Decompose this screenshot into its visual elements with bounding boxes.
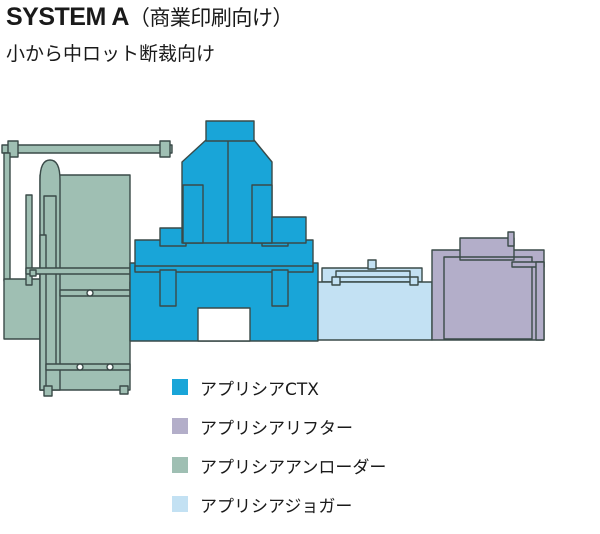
legend-item-unloader: アプリシアアンローダー [172, 456, 386, 478]
swatch-jogger [172, 496, 188, 512]
jogger-machine [317, 259, 433, 341]
legend-label-ctx: アプリシアCTX [200, 379, 319, 400]
lifter-machine [431, 231, 545, 341]
legend: アプリシアCTX アプリシアリフター アプリシアアンローダー アプリシアジョガー [172, 378, 386, 534]
legend-item-jogger: アプリシアジョガー [172, 495, 386, 517]
system-layout-diagram [1, 120, 545, 397]
legend-item-lifter: アプリシアリフター [172, 417, 386, 439]
legend-label-jogger: アプリシアジョガー [200, 496, 353, 517]
swatch-ctx [172, 379, 188, 395]
unloader-machine [1, 140, 173, 397]
ctx-machine [129, 120, 319, 342]
title-suffix: （商業印刷向け） [128, 6, 294, 30]
legend-item-ctx: アプリシアCTX [172, 378, 386, 400]
page-subtitle: 小から中ロット断裁向け [6, 43, 216, 65]
legend-label-unloader: アプリシアアンローダー [200, 457, 387, 478]
legend-label-lifter: アプリシアリフター [200, 418, 353, 439]
page-title: SYSTEM A（商業印刷向け） [6, 3, 294, 31]
swatch-unloader [172, 457, 188, 473]
swatch-lifter [172, 418, 188, 434]
